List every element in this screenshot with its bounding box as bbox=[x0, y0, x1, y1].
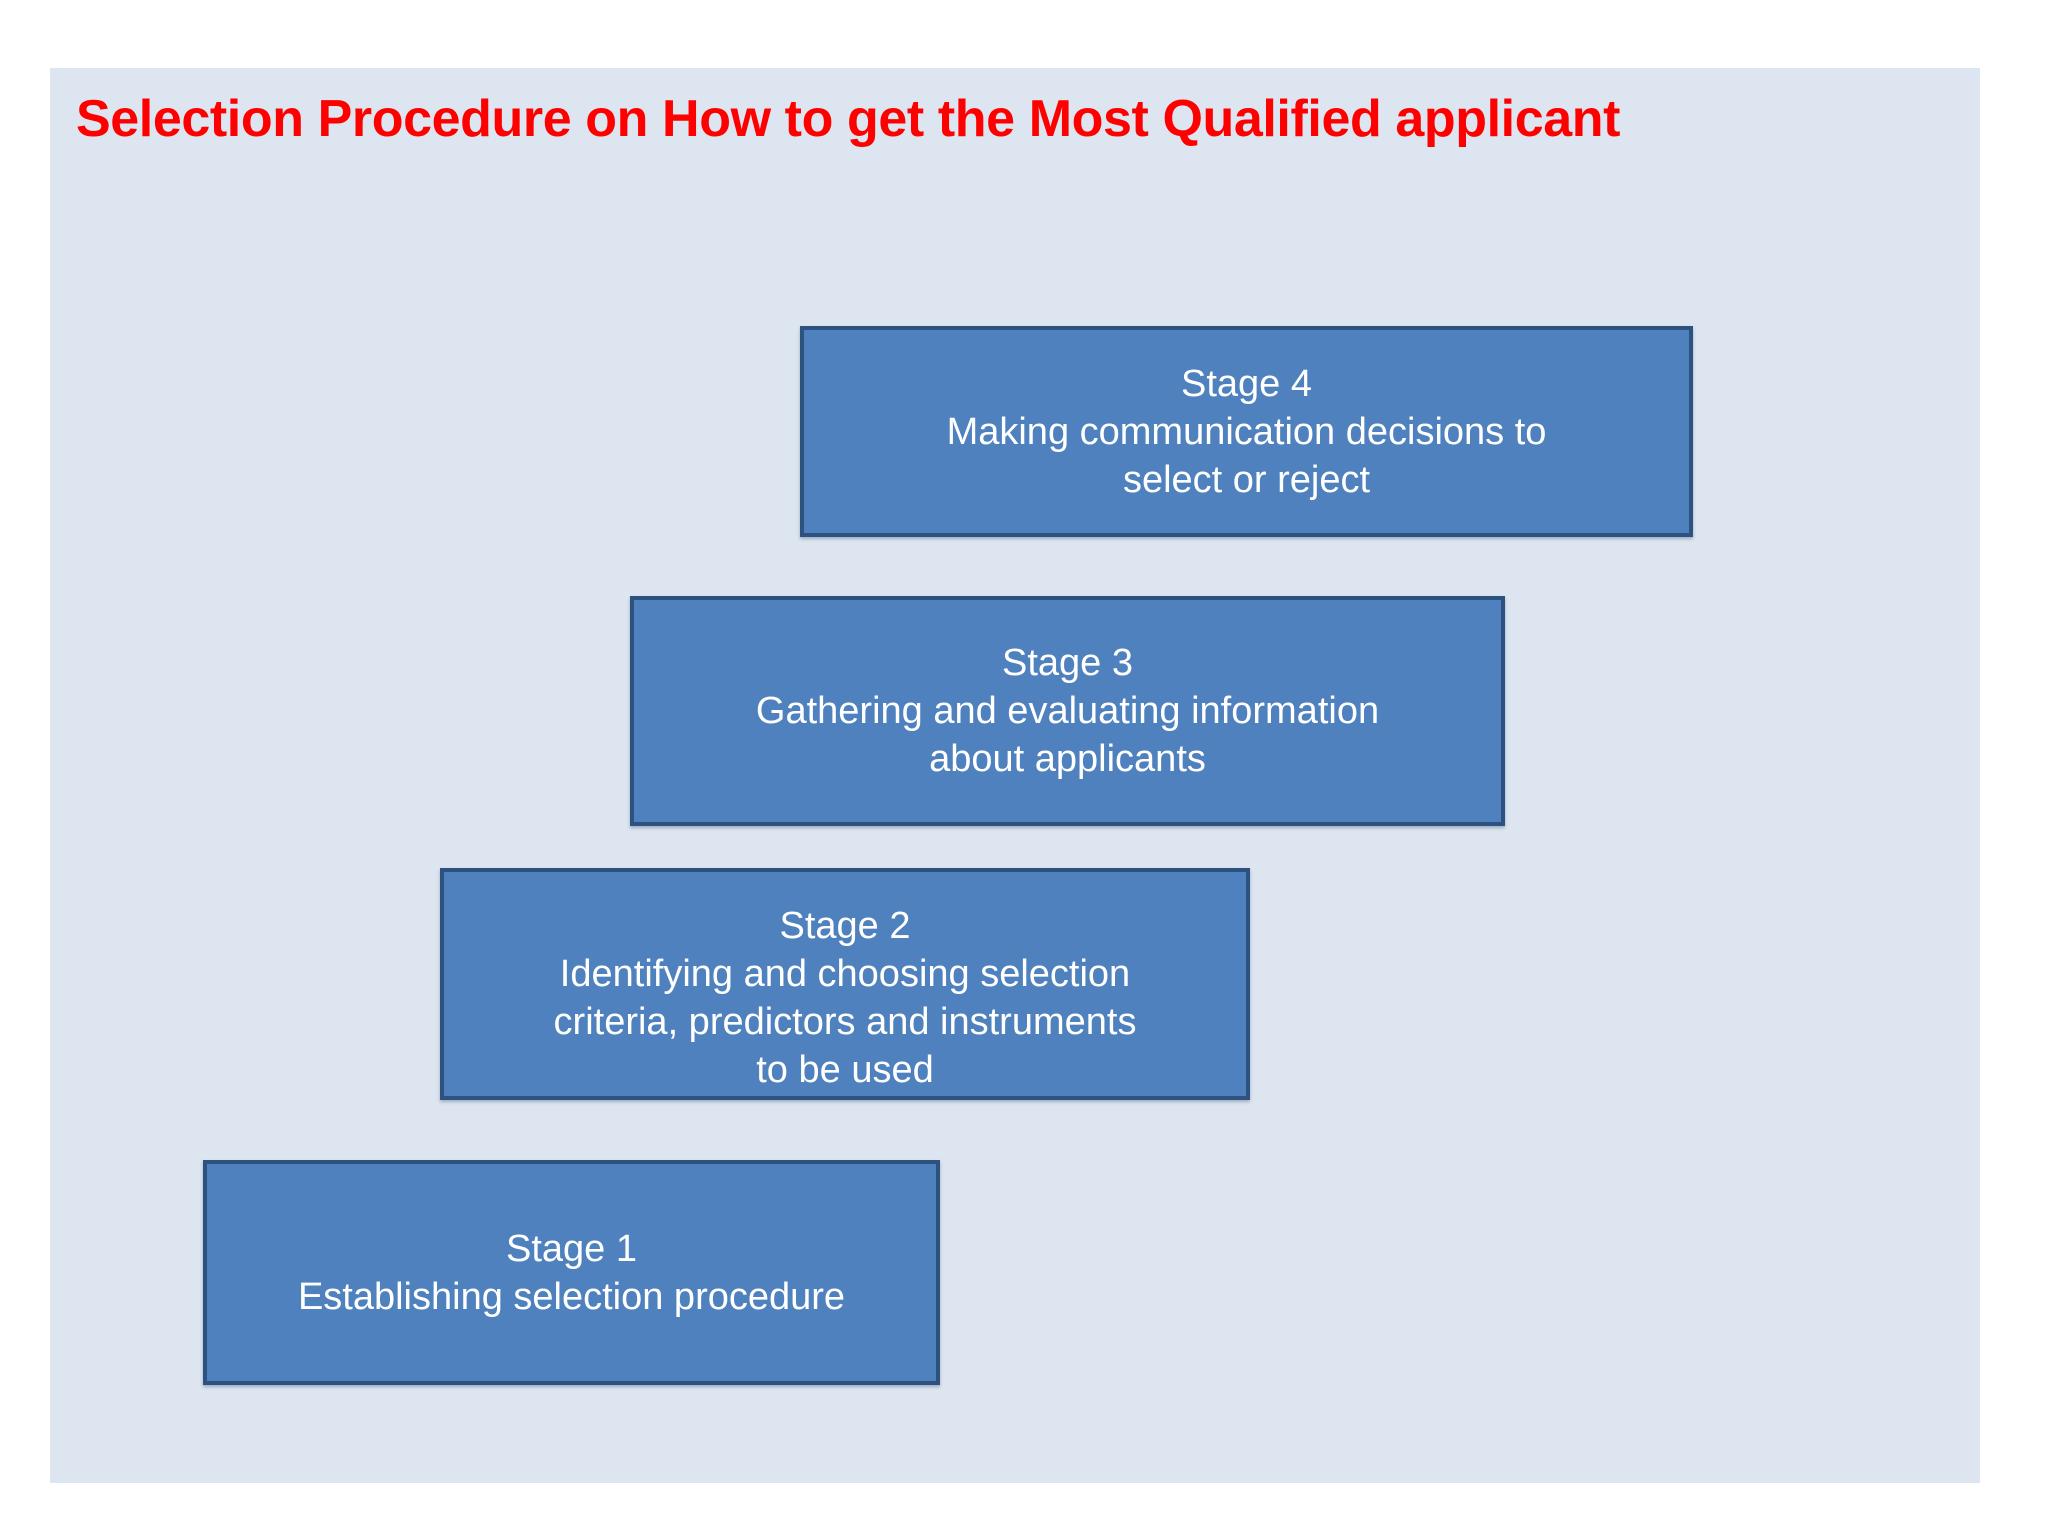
stage-2-line-1: Identifying and choosing selection bbox=[559, 953, 1131, 995]
stage-3-text: Stage 3 Gathering and evaluating informa… bbox=[756, 639, 1379, 783]
stage-4-line-1: Making communication decisions to bbox=[946, 410, 1547, 453]
stage-box-3[interactable]: Stage 3 Gathering and evaluating informa… bbox=[630, 596, 1505, 826]
stage-2-line-3: to be used bbox=[756, 1049, 934, 1091]
stage-box-1[interactable]: Stage 1 Establishing selection procedure bbox=[203, 1160, 940, 1385]
stage-2-text: Stage 2 Identifying and choosing selecti… bbox=[554, 902, 1137, 1094]
slide-canvas: Selection Procedure on How to get the Mo… bbox=[50, 68, 1980, 1483]
stage-3-line-2: about applicants bbox=[929, 738, 1206, 780]
stage-1-heading: Stage 1 bbox=[505, 1227, 637, 1270]
stage-4-heading: Stage 4 bbox=[1181, 362, 1312, 405]
stage-1-text: Stage 1 Establishing selection procedure bbox=[298, 1225, 845, 1321]
stage-2-line-2: criteria, predictors and instruments bbox=[553, 1001, 1137, 1043]
stage-2-heading: Stage 2 bbox=[779, 905, 911, 947]
stage-box-2[interactable]: Stage 2 Identifying and choosing selecti… bbox=[440, 868, 1250, 1100]
stage-4-line-2: select or reject bbox=[1122, 458, 1371, 501]
stage-3-heading: Stage 3 bbox=[1002, 642, 1133, 684]
page-title: Selection Procedure on How to get the Mo… bbox=[76, 90, 1621, 148]
stage-1-line-1: Establishing selection procedure bbox=[297, 1275, 846, 1318]
stage-box-4[interactable]: Stage 4 Making communication decisions t… bbox=[800, 326, 1693, 537]
stage-4-text: Stage 4 Making communication decisions t… bbox=[947, 360, 1547, 504]
stage-3-line-1: Gathering and evaluating information bbox=[755, 690, 1380, 732]
